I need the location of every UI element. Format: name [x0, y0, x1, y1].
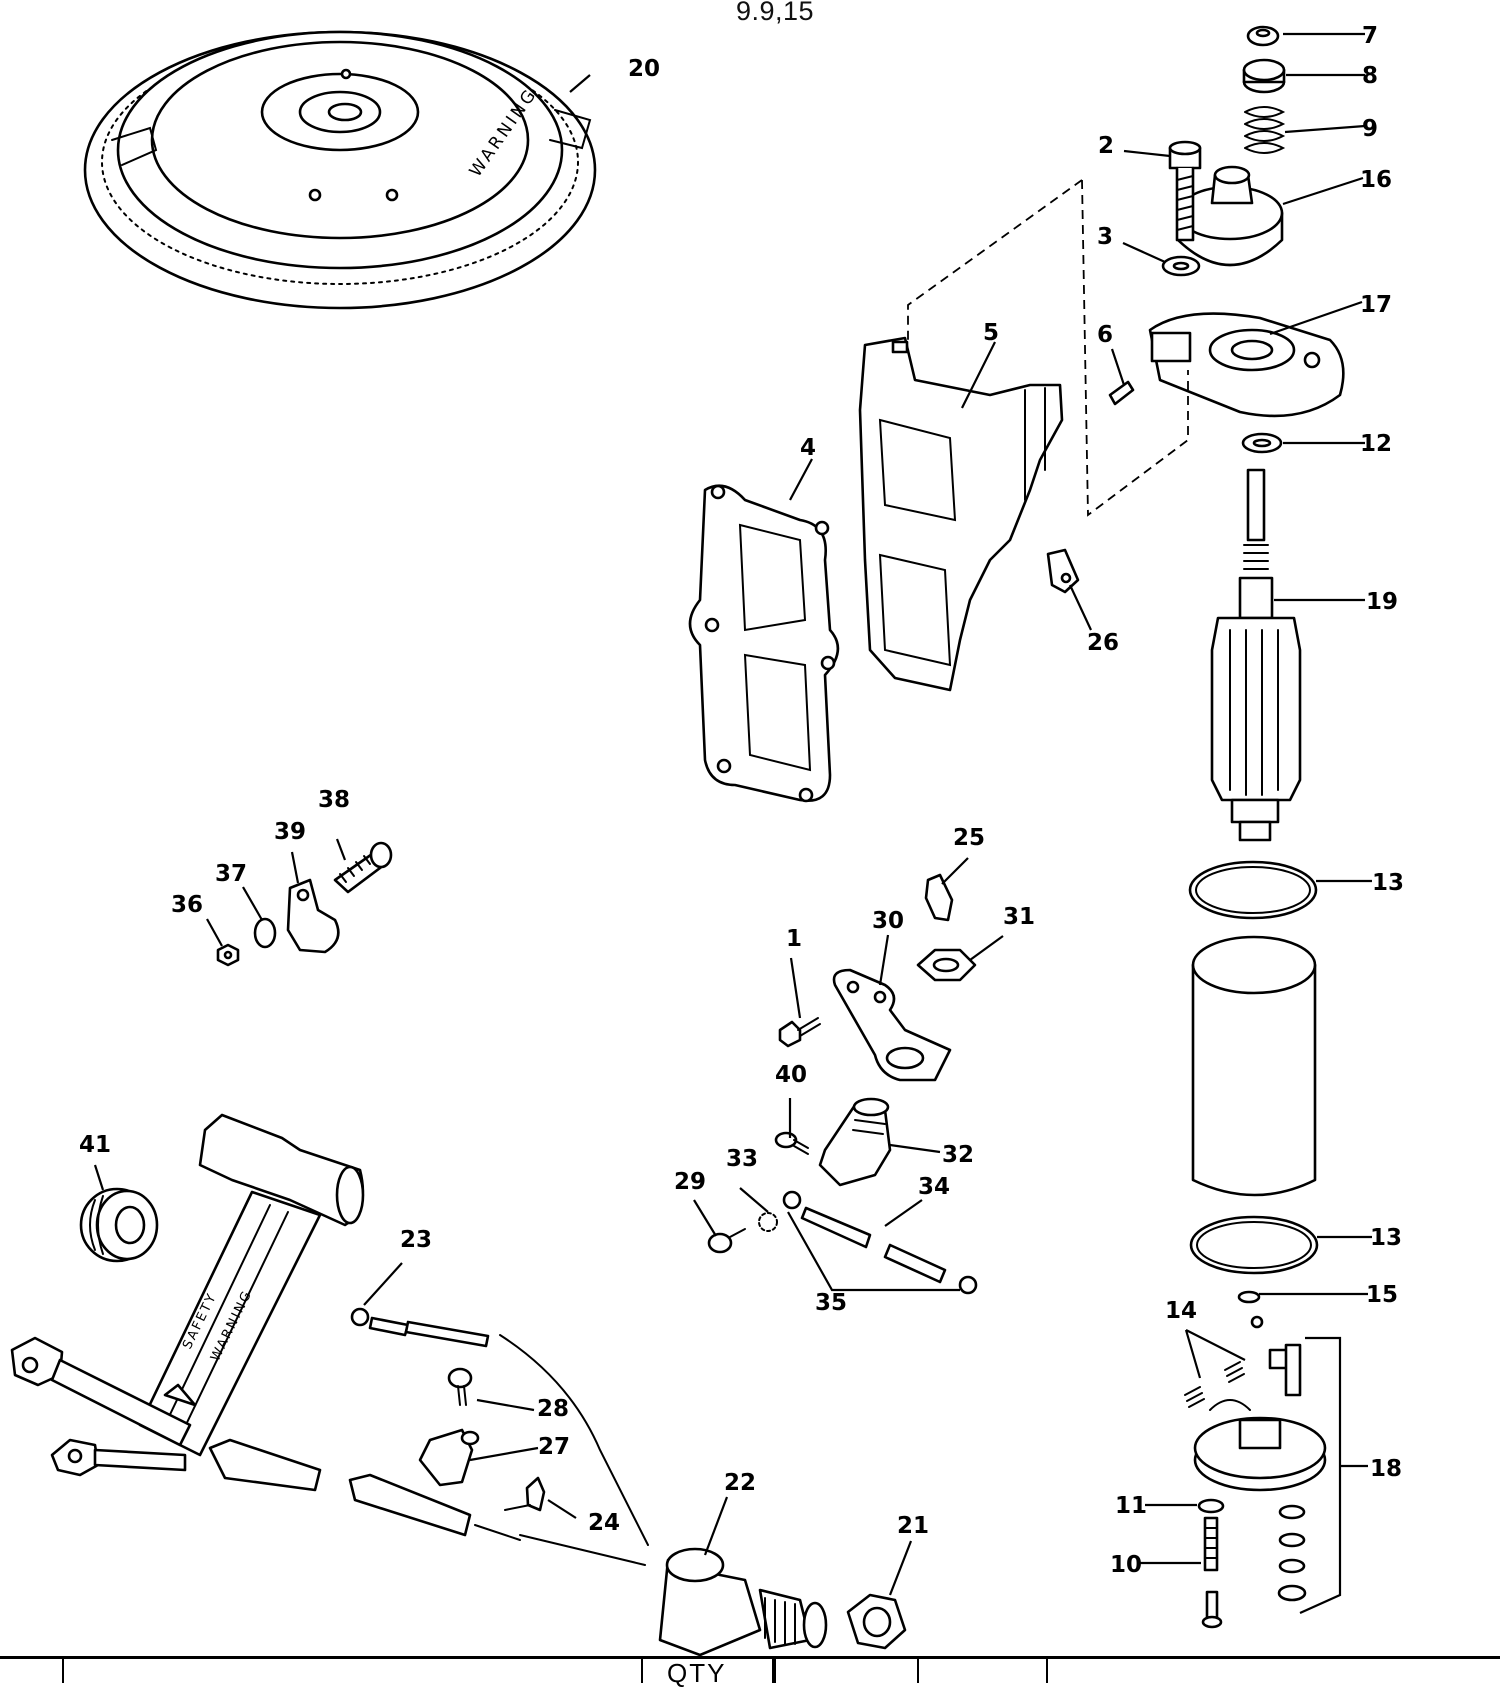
table-column-divider [641, 1656, 643, 1683]
part-label: 4 [800, 435, 816, 461]
part-label: 27 [538, 1434, 570, 1460]
part-label: 21 [897, 1513, 929, 1539]
table-column-divider [917, 1656, 919, 1683]
part-label: 19 [1366, 589, 1398, 615]
part-label: 9 [1362, 116, 1378, 142]
part-label: 11 [1115, 1493, 1147, 1519]
starter-drive-drawing [907, 25, 1345, 517]
part-label: 36 [171, 892, 203, 918]
part-label: 34 [918, 1174, 950, 1200]
part-label: 14 [1165, 1298, 1197, 1324]
table-column-divider [1046, 1656, 1048, 1683]
switch-parts-drawing [707, 873, 978, 1295]
part-label: 8 [1362, 63, 1378, 89]
part-label: 10 [1110, 1552, 1142, 1578]
part-label: 7 [1362, 23, 1378, 49]
part-labels: 1 2 3 4 5 6 7 8 9 10 11 12 13 13 14 15 1… [79, 23, 1404, 1578]
part-label: 39 [274, 819, 306, 845]
part-label: 32 [942, 1142, 974, 1168]
parts-table-header: QTY [0, 1656, 1500, 1688]
starter-housing-drawing [1184, 860, 1342, 1629]
part-label: 3 [1097, 224, 1113, 250]
table-top-rule [0, 1656, 1500, 1659]
manifold-drawing [688, 336, 1080, 803]
table-column-divider [772, 1656, 776, 1683]
part-label: 37 [215, 861, 247, 887]
cable-parts-drawing: SAFETY WARNING [10, 1113, 907, 1657]
part-label: 20 [628, 56, 660, 82]
part-label: 41 [79, 1132, 111, 1158]
part-label: 28 [537, 1396, 569, 1422]
part-label: 22 [724, 1470, 756, 1496]
part-label: 26 [1087, 630, 1119, 656]
part-label: 33 [726, 1146, 758, 1172]
part-label: 15 [1366, 1282, 1398, 1308]
part-label: 1 [786, 926, 802, 952]
part-label: 18 [1370, 1456, 1402, 1482]
part-label: 23 [400, 1227, 432, 1253]
part-label: 6 [1097, 322, 1113, 348]
flywheel-drawing: WARNING [83, 30, 597, 310]
part-label: 5 [983, 320, 999, 346]
part-label: 17 [1360, 292, 1392, 318]
diagram-title: 9.9,15 [736, 0, 815, 26]
part-label: 13 [1372, 870, 1404, 896]
clamp-parts-drawing [216, 841, 393, 967]
part-label: 30 [872, 908, 904, 934]
part-label: 38 [318, 787, 350, 813]
armature-drawing [1210, 468, 1302, 842]
qty-column-header: QTY [667, 1658, 727, 1688]
part-label: 16 [1360, 167, 1392, 193]
part-label: 35 [815, 1290, 847, 1316]
part-label: 24 [588, 1510, 620, 1536]
part-label: 40 [775, 1062, 807, 1088]
part-label: 13 [1370, 1225, 1402, 1251]
part-label: 25 [953, 825, 985, 851]
part-label: 29 [674, 1169, 706, 1195]
table-column-divider [62, 1656, 64, 1683]
leader-lines [93, 32, 1372, 1596]
part-label: 12 [1360, 431, 1392, 457]
part-label: 31 [1003, 904, 1035, 930]
part-label: 2 [1098, 133, 1114, 159]
